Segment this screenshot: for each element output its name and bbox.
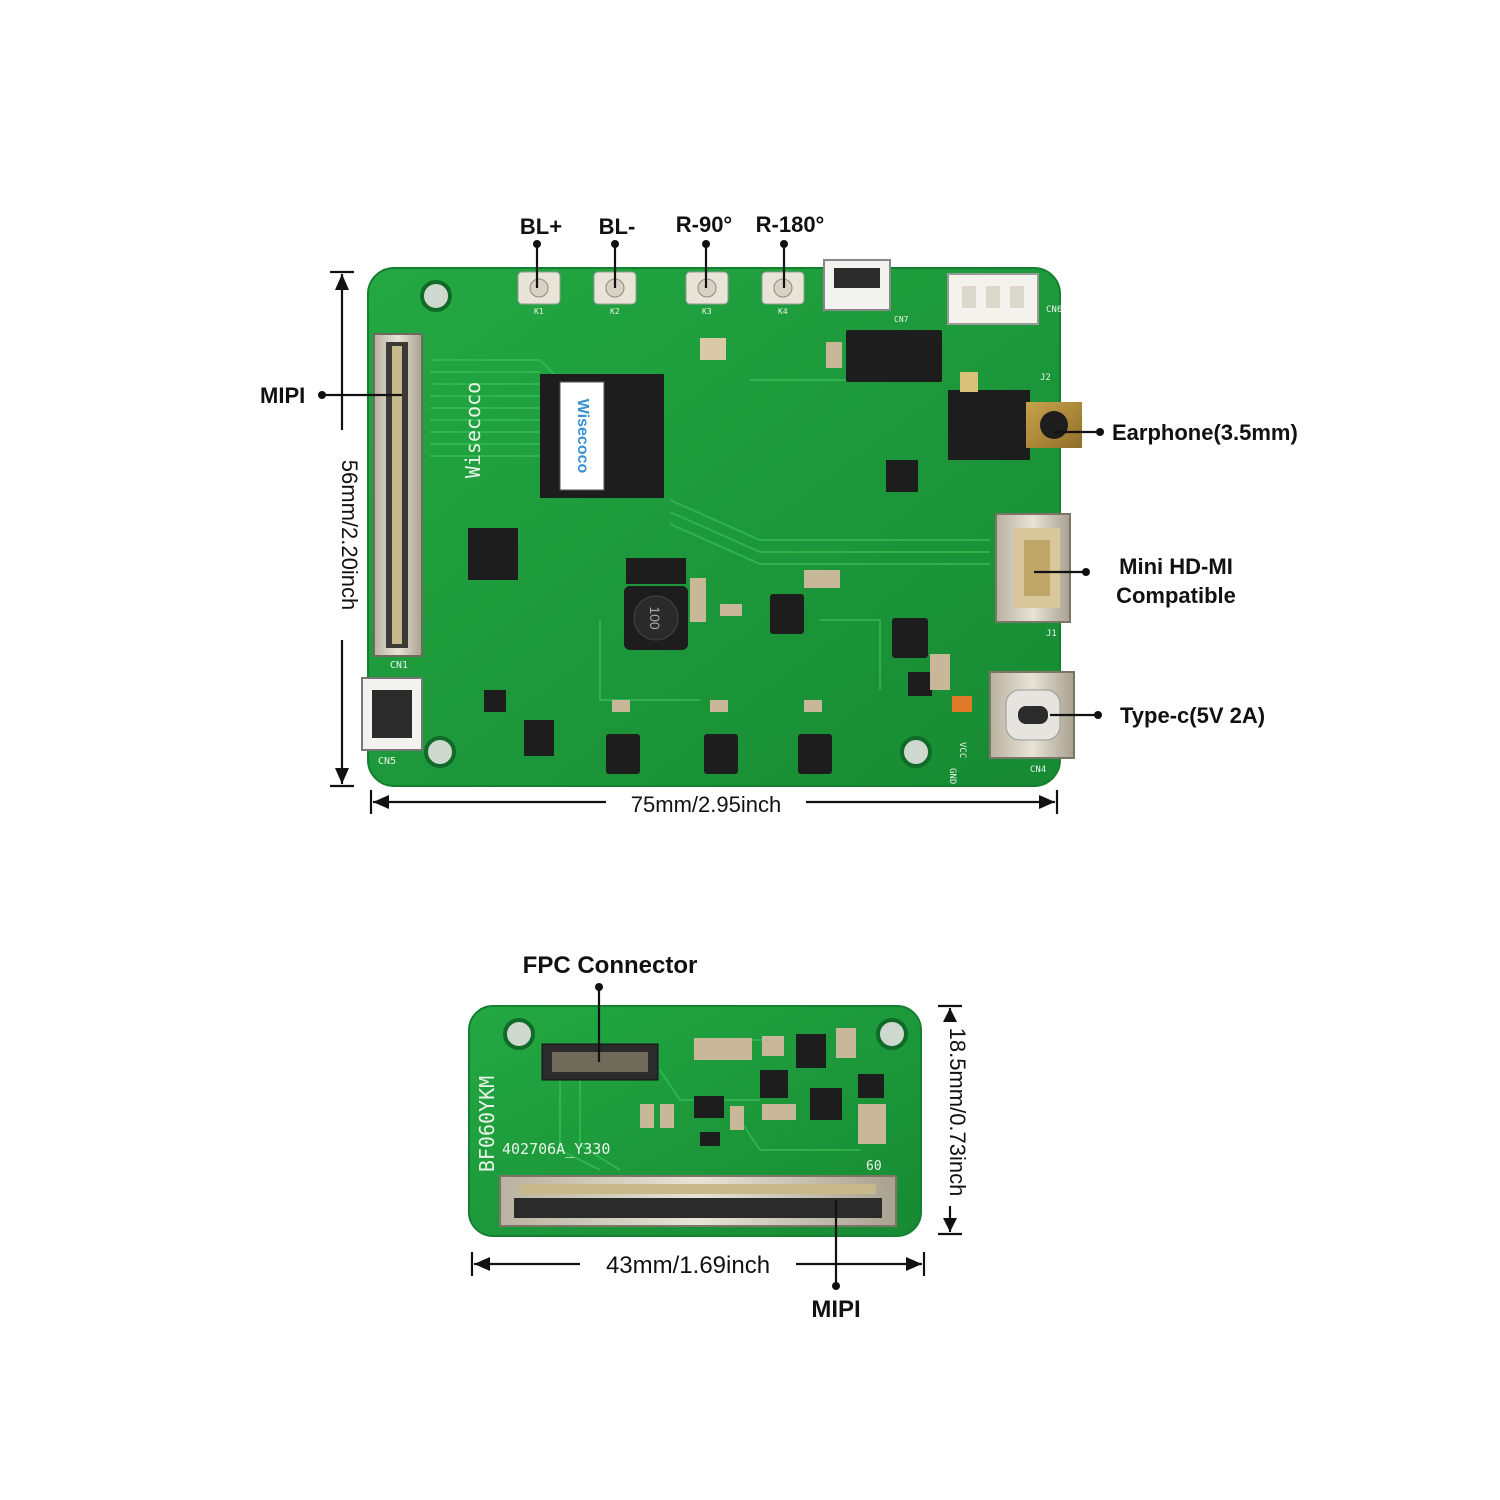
k1-silk: K1 (534, 307, 544, 316)
j1-silk: J1 (1046, 629, 1057, 639)
label-earphone: Earphone(3.5mm) (1112, 420, 1298, 445)
power-components (484, 330, 942, 774)
cn4-silk: CN4 (1030, 765, 1046, 775)
cn5-silk: CN5 (378, 756, 396, 767)
label-adapter-mipi: MIPI (811, 1296, 860, 1323)
adapter-pin-end: 60 (866, 1159, 882, 1174)
dot-hdmi (1082, 568, 1090, 576)
cn6-silk: CN6 (1046, 305, 1062, 315)
adapter-traces (559, 1039, 860, 1171)
mini-hdmi-port (995, 513, 1071, 623)
main-board: CN1 CN5 K1 K2 K3 K4 (361, 259, 1082, 787)
inductor: 100 (624, 586, 688, 650)
dim-main-height: 56mm/2.20inch (337, 460, 362, 610)
dot-earphone (1096, 428, 1104, 436)
dim-main-width: 75mm/2.95inch (631, 792, 781, 817)
dim-h-arrow-top (335, 274, 349, 290)
main-board-callouts: BL+ BL- R-90° R-180° MIPI Earphone(3.5mm… (260, 212, 1298, 728)
adapter-mipi-connector (499, 1175, 897, 1227)
cn6-connector (947, 273, 1039, 325)
dim-w-arrow-left (373, 795, 389, 809)
adapter-model-silk: BF060YKM (475, 1076, 499, 1172)
button-k1 (517, 271, 561, 305)
label-hdmi-line2: Compatible (1116, 583, 1236, 608)
dim-adapter-height: 18.5mm/0.73inch (945, 1028, 970, 1197)
cn7-connector (823, 259, 891, 311)
main-ic: Wisecoco (540, 374, 664, 498)
label-bl-plus: BL+ (520, 214, 562, 239)
dim-w-arrow-right (1039, 795, 1055, 809)
dim-aw-arrow-left (474, 1257, 490, 1271)
gnd-silk: GND (947, 768, 957, 784)
k4-silk: K4 (778, 307, 788, 316)
adapter-hole-right (876, 1018, 908, 1050)
inductor-label: 100 (647, 606, 663, 630)
adapter-board: BF060YKM 402706A_Y330 60 (468, 1005, 922, 1237)
label-r180: R-180° (756, 212, 825, 237)
passives (612, 338, 972, 712)
label-bl-minus: BL- (599, 214, 636, 239)
j2-silk: J2 (1040, 373, 1051, 383)
dim-aw-arrow-right (906, 1257, 922, 1271)
small-ic (468, 528, 518, 580)
diode (626, 558, 686, 584)
label-typec: Type-c(5V 2A) (1120, 703, 1265, 728)
label-fpc-connector: FPC Connector (523, 952, 698, 979)
cn7-silk: CN7 (894, 315, 909, 324)
dot-adapter-mipi (832, 1282, 840, 1290)
k2-silk: K2 (610, 307, 620, 316)
adapter-callouts: FPC Connector MIPI (523, 952, 861, 1323)
adapter-dimensions: 43mm/1.69inch 18.5mm/0.73inch (470, 1004, 970, 1279)
cn5-connector (361, 677, 423, 751)
cn1-mipi-connector (373, 333, 423, 657)
k3-silk: K3 (702, 307, 712, 316)
label-hdmi-line1: Mini HD-MI (1119, 554, 1233, 579)
dim-adapter-width: 43mm/1.69inch (606, 1252, 770, 1279)
brand-silkscreen: Wisecoco (461, 382, 485, 478)
dot-typec (1094, 711, 1102, 719)
vcc-silk: VCC (957, 742, 967, 758)
adapter-components (640, 1028, 886, 1146)
label-r90: R-90° (676, 212, 732, 237)
cn1-silk: CN1 (390, 660, 408, 671)
dim-ah-arrow-bottom (943, 1218, 957, 1232)
label-mipi-main: MIPI (260, 383, 305, 408)
dim-h-arrow-bottom (335, 768, 349, 784)
main-board-dimensions: 56mm/2.20inch 75mm/2.95inch (330, 270, 1059, 817)
adapter-code-silk: 402706A_Y330 (502, 1140, 610, 1158)
dim-ah-arrow-top (943, 1008, 957, 1022)
adapter-hole-left (503, 1018, 535, 1050)
chip-sticker-brand: Wisecoco (574, 399, 591, 474)
